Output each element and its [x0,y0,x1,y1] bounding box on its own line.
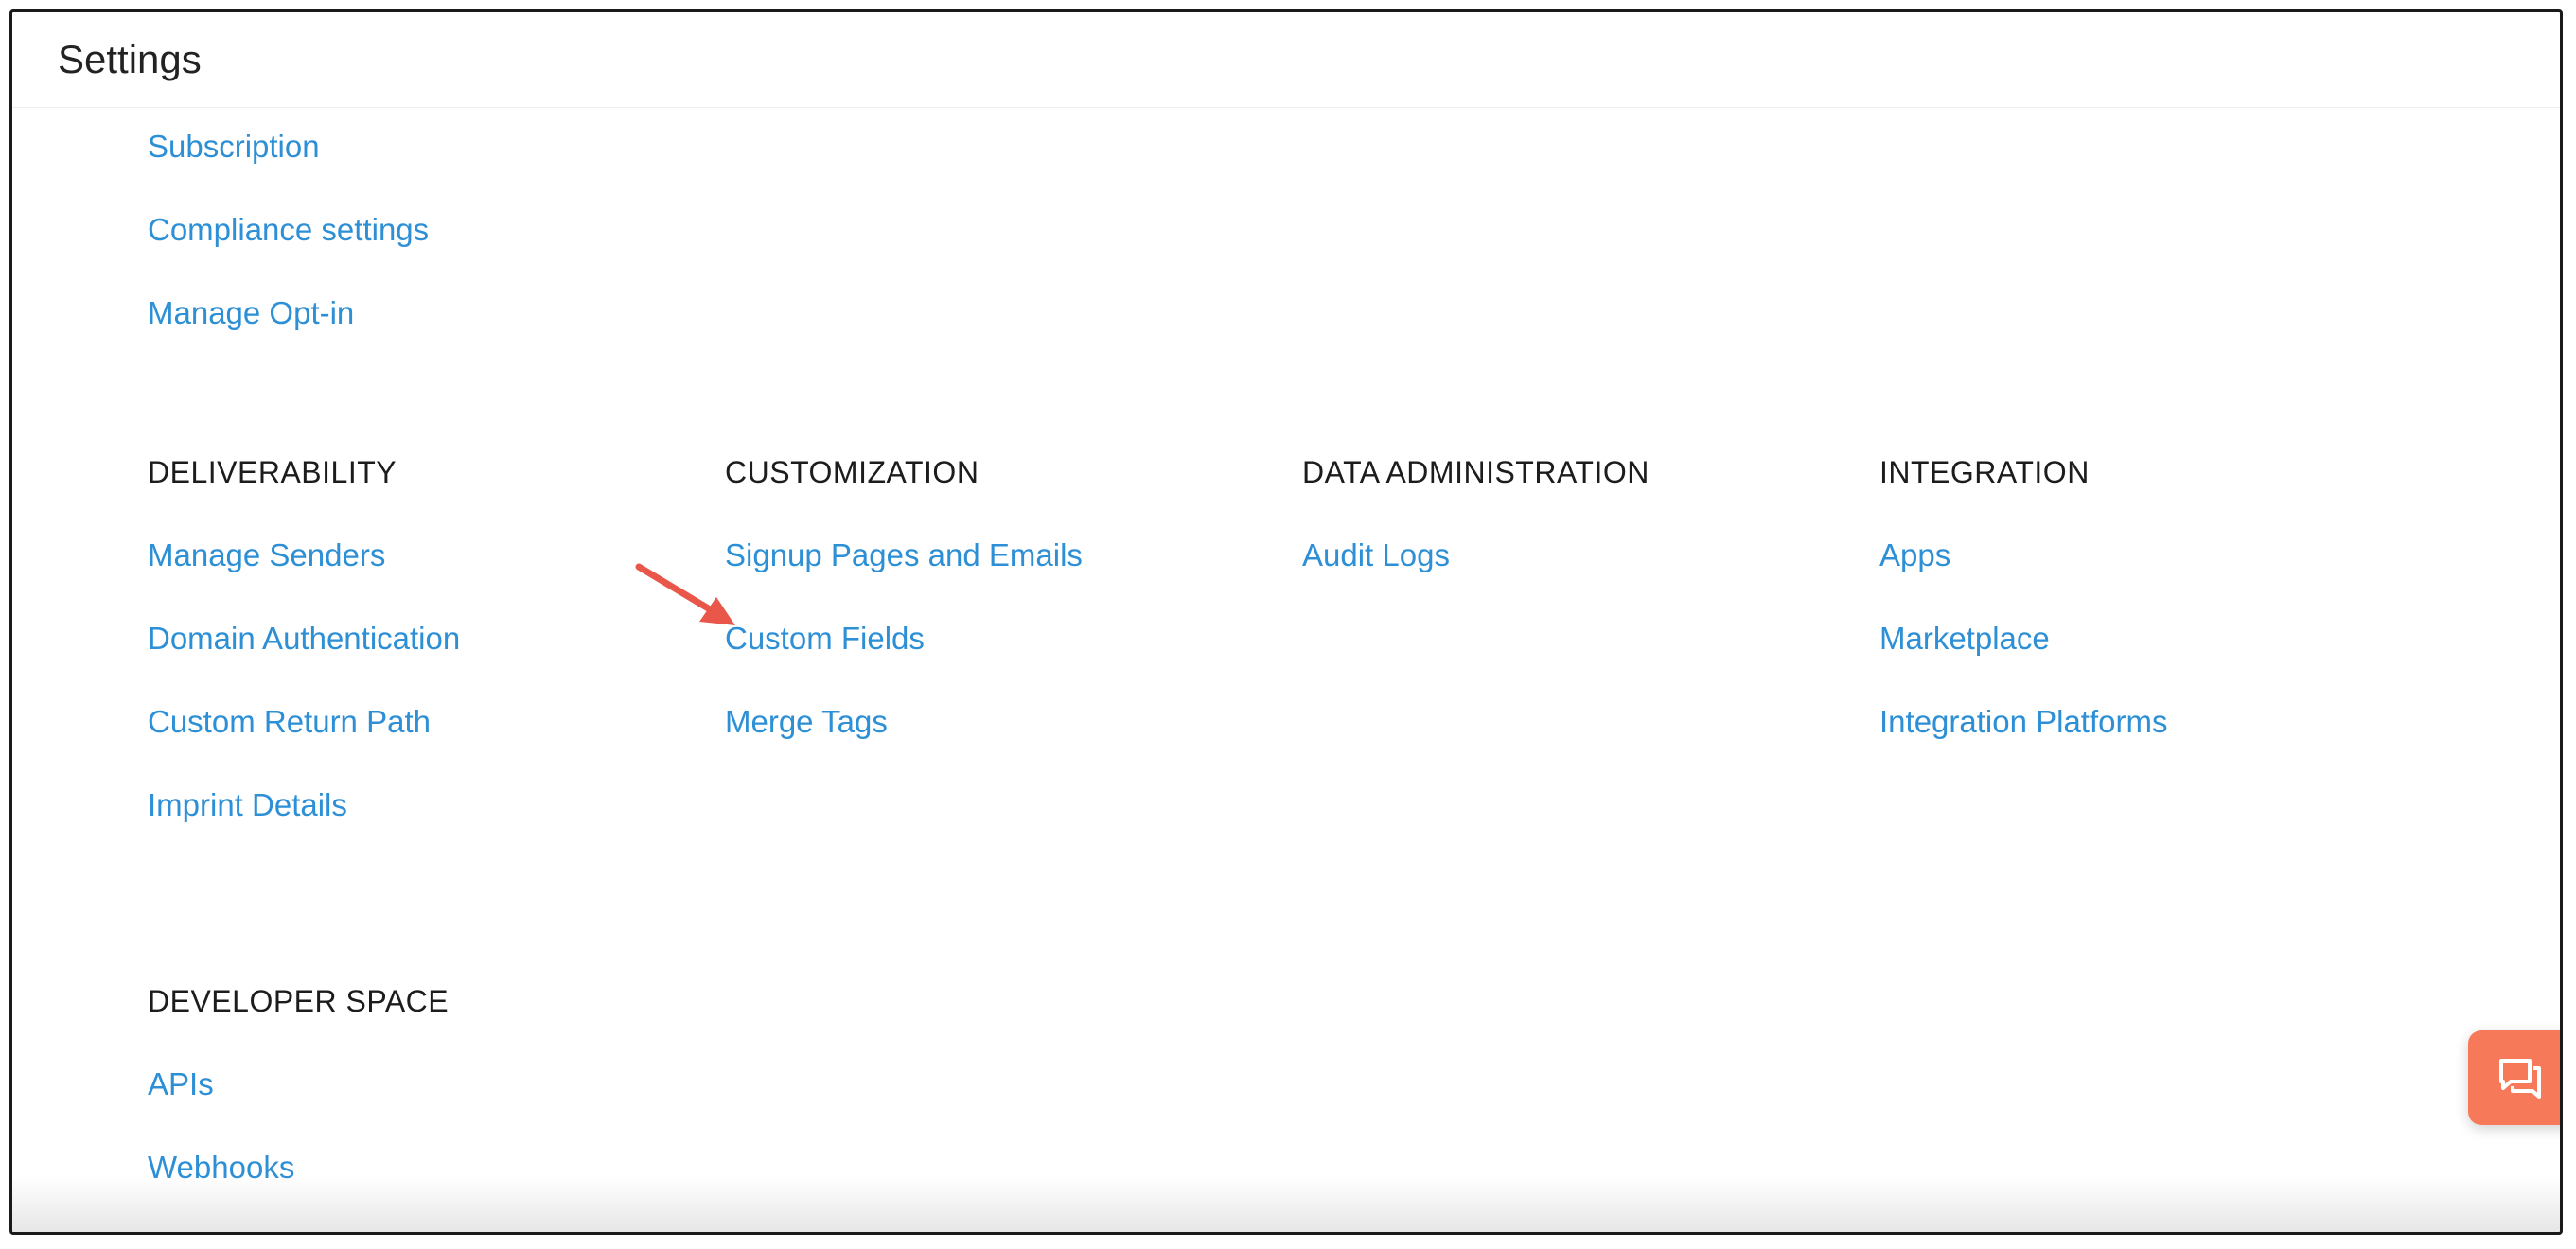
page-title: Settings [58,37,202,81]
marketplace-link[interactable]: Marketplace [1879,621,2050,656]
merge-tags-link[interactable]: Merge Tags [725,704,888,739]
integration-platforms-link[interactable]: Integration Platforms [1879,704,2168,739]
custom-return-path-link[interactable]: Custom Return Path [148,704,431,739]
compliance-settings-link[interactable]: Compliance settings [148,212,430,247]
data-administration-heading: DATA ADMINISTRATION [1302,455,1650,489]
settings-window: Settings Subscription Compliance setting… [9,9,2563,1235]
arrow-icon [635,563,735,625]
subscription-link[interactable]: Subscription [148,129,320,164]
signup-pages-and-emails-link[interactable]: Signup Pages and Emails [725,537,1083,572]
chat-icon [2499,1059,2541,1099]
manage-senders-link[interactable]: Manage Senders [148,537,386,572]
manage-opt-in-link[interactable]: Manage Opt-in [148,295,355,330]
customization-heading: CUSTOMIZATION [725,455,979,489]
chat-button[interactable] [2468,1030,2560,1125]
audit-logs-link[interactable]: Audit Logs [1302,537,1450,572]
developer-space-heading: DEVELOPER SPACE [148,984,450,1018]
deliverability-heading: DELIVERABILITY [148,455,397,489]
apis-link[interactable]: APIs [148,1066,214,1101]
page-header: Settings [12,12,2560,108]
integration-heading: INTEGRATION [1879,455,2090,489]
imprint-details-link[interactable]: Imprint Details [148,787,347,822]
bottom-scroll-shadow [12,1175,2560,1232]
domain-authentication-link[interactable]: Domain Authentication [148,621,461,656]
custom-fields-link[interactable]: Custom Fields [725,621,925,656]
apps-link[interactable]: Apps [1879,537,1951,572]
